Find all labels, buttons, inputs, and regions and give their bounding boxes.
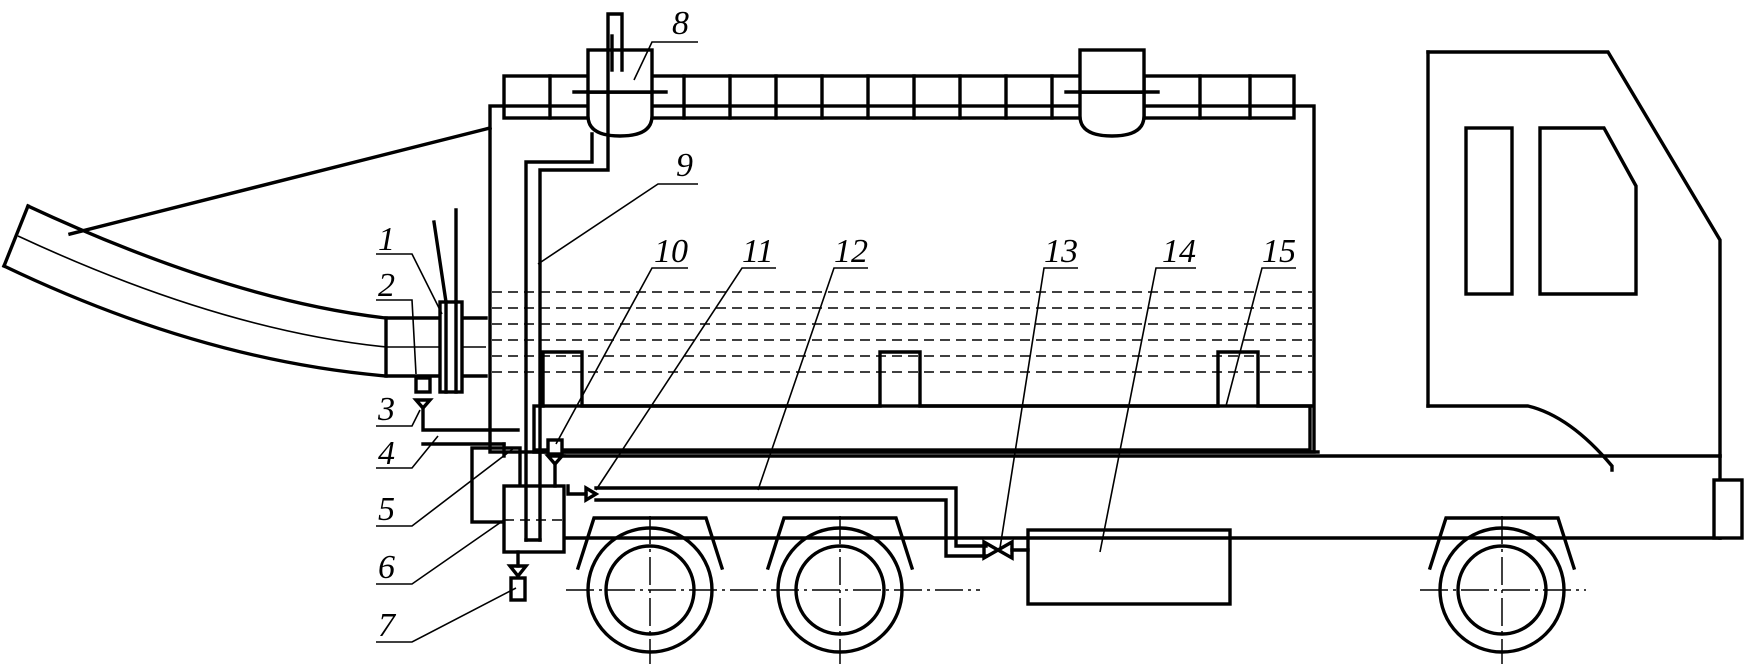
rear-light <box>1712 478 1744 540</box>
callout-3: 3 <box>377 391 395 428</box>
tank-subframe <box>532 404 1320 454</box>
wheels <box>566 516 1586 664</box>
callout-14: 14 <box>1162 233 1196 270</box>
callout-8: 8 <box>672 5 689 42</box>
manhole-front <box>572 48 668 138</box>
tank-baffles <box>541 350 1314 408</box>
bottom-valve <box>506 550 530 602</box>
transfer-pipe <box>594 486 988 558</box>
callout-5: 5 <box>378 491 395 528</box>
valve-13 <box>982 539 1030 561</box>
boom-stay <box>67 125 493 237</box>
manhole-rear <box>1064 48 1160 138</box>
chassis-frame <box>558 454 1744 540</box>
drain-line <box>412 376 520 458</box>
callout-6: 6 <box>378 549 395 586</box>
callout-2: 2 <box>378 267 395 304</box>
valve-10 <box>544 438 566 488</box>
callout-4: 4 <box>378 435 395 472</box>
cab-side-window <box>1538 126 1638 296</box>
callout-13: 13 <box>1044 233 1078 270</box>
callout-11: 11 <box>742 233 773 270</box>
pump-box <box>1026 528 1232 606</box>
callout-1: 1 <box>378 221 395 258</box>
vent-pipe <box>524 12 624 542</box>
callout-9: 9 <box>676 147 693 184</box>
wheel-1 <box>575 516 725 664</box>
truck-cab <box>1426 50 1722 472</box>
wheel-2 <box>765 516 915 664</box>
separator-box <box>470 446 566 554</box>
suction-boom <box>1 203 488 378</box>
callout-labels: 1 2 3 4 5 6 7 8 9 10 11 12 13 14 15 <box>377 5 1296 644</box>
callout-12: 12 <box>834 233 868 270</box>
callout-10: 10 <box>654 233 688 270</box>
callout-7: 7 <box>378 607 397 644</box>
valve-11 <box>566 484 600 504</box>
tank-body <box>67 48 1320 454</box>
liquid-level <box>492 291 1312 373</box>
boom-valve <box>432 208 464 394</box>
leader-lines <box>376 41 1296 643</box>
tank-shell <box>488 104 1316 454</box>
callout-15: 15 <box>1262 233 1296 270</box>
wheel-3 <box>1427 516 1577 664</box>
cab-rear-window <box>1464 126 1514 296</box>
